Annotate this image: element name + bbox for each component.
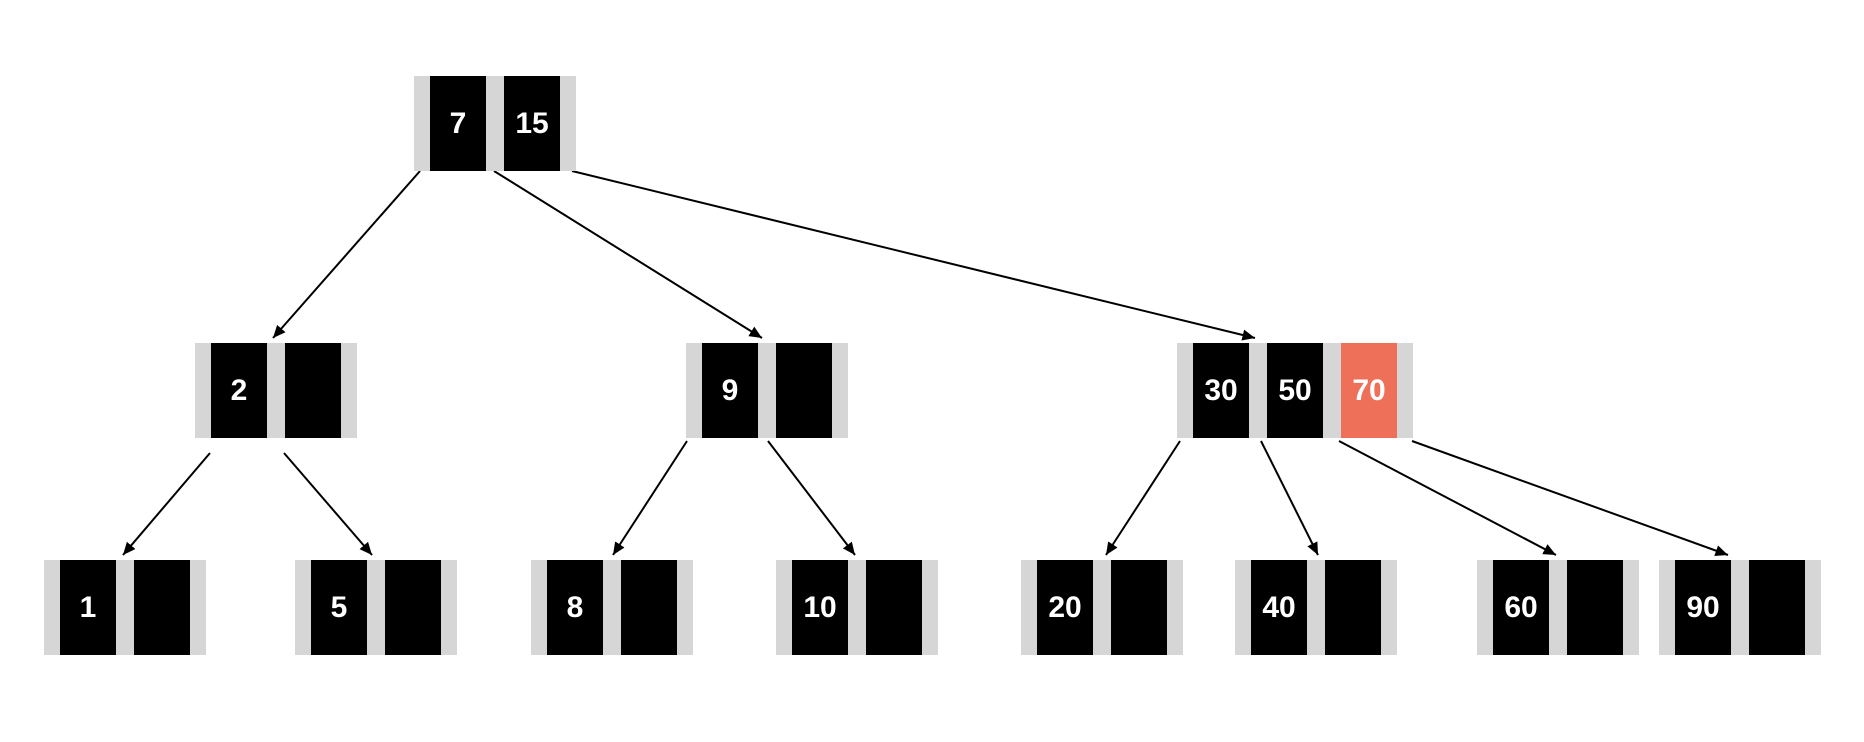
empty-key-slot [866,560,922,655]
key-slot [547,560,603,655]
empty-key-slot [1325,560,1381,655]
edge-n-30-50-70-to-n-40 [1260,440,1319,556]
key-label: 7 [450,107,467,140]
key-label: 8 [567,591,584,624]
key-slot [211,343,267,438]
key-label: 10 [803,591,836,624]
key-label: 1 [80,591,97,624]
key-slot [1493,560,1549,655]
key-label: 5 [331,591,348,624]
key-slot [1675,560,1731,655]
key-slot [702,343,758,438]
btree-node-n-2: 2 [195,343,357,438]
btree-node-n-8: 8 [531,560,693,655]
edge-n-2-to-n-1 [122,452,211,556]
empty-key-slot [776,343,832,438]
key-slot [792,560,848,655]
edge-n-30-50-70-to-n-90 [1411,440,1729,556]
edge-n-30-50-70-to-n-60 [1338,440,1557,556]
key-slot [1267,343,1323,438]
key-slot [1193,343,1249,438]
key-slot [311,560,367,655]
btree-node-n-7-15: 7 15 [414,76,576,171]
key-label: 50 [1278,374,1311,407]
key-label: 90 [1686,591,1719,624]
btree-node-n-40: 40 [1235,560,1397,655]
key-slot [60,560,116,655]
empty-key-slot [285,343,341,438]
btree-node-n-9: 9 [686,343,848,438]
key-slot [430,76,486,171]
btree-node-n-90: 90 [1659,560,1821,655]
empty-key-slot [134,560,190,655]
highlighted-key-slot [1341,343,1397,438]
edges [122,170,1729,556]
btree-node-n-20: 20 [1021,560,1183,655]
edge-n-7-15-to-n-9 [493,170,763,339]
key-label: 40 [1262,591,1295,624]
empty-key-slot [621,560,677,655]
btree-node-n-1: 1 [44,560,206,655]
key-slot [1251,560,1307,655]
edge-n-2-to-n-5 [283,452,373,556]
key-label: 9 [722,374,739,407]
key-label: 2 [231,374,248,407]
edge-n-9-to-n-10 [767,440,856,556]
btree-node-n-10: 10 [776,560,938,655]
key-label: 70 [1352,374,1385,407]
empty-key-slot [1111,560,1167,655]
btree-node-n-30-50-70: 30 50 70 [1177,343,1413,438]
edge-n-7-15-to-n-30-50-70 [571,170,1256,341]
empty-key-slot [1749,560,1805,655]
key-label: 60 [1504,591,1537,624]
empty-key-slot [385,560,441,655]
key-label: 30 [1204,374,1237,407]
btree-node-n-5: 5 [295,560,457,655]
empty-key-slot [1567,560,1623,655]
key-label: 15 [515,107,548,140]
edge-n-30-50-70-to-n-20 [1105,440,1181,556]
edge-n-9-to-n-8 [612,440,688,556]
edge-n-7-15-to-n-2 [272,170,421,339]
btree-node-n-60: 60 [1477,560,1639,655]
key-slot [504,76,560,171]
key-slot [1037,560,1093,655]
key-label: 20 [1048,591,1081,624]
